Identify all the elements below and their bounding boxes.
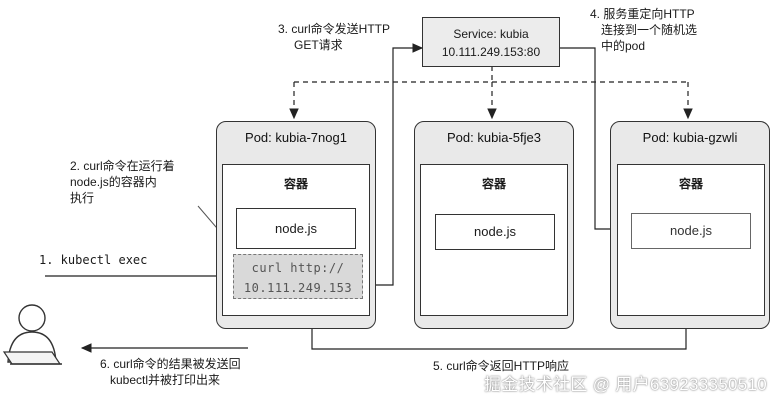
step2-label: 2. curl命令在运行着 node.js的容器内 执行 — [70, 158, 210, 206]
container-box: 容器 node.js — [420, 164, 568, 316]
step1-label: 1. kubectl exec — [39, 253, 148, 267]
step4-line-1: 4. 服务重定向HTTP — [590, 7, 695, 21]
container-box: 容器 node.js — [617, 164, 765, 316]
nodejs-box: node.js — [631, 213, 751, 249]
step6-label: 6. curl命令的结果被发送回 kubectl并被打印出来 — [100, 356, 300, 388]
step2-line-1: 2. curl命令在运行着 — [70, 159, 175, 173]
step4-line-3: 中的pod — [601, 39, 646, 53]
pod-title: Pod: kubia-gzwli — [642, 130, 738, 145]
curl-command-box: curl http:// 10.111.249.153 — [233, 254, 363, 299]
step3-line-2: GET请求 — [294, 38, 343, 52]
pod-kubia-5fje3: Pod: kubia-5fje3 容器 node.js — [414, 121, 574, 329]
service-title: Service: kubia — [453, 27, 529, 41]
watermark: 掘金技术社区 @ 用户639233350510 — [483, 375, 767, 394]
step4-label: 4. 服务重定向HTTP 连接到一个随机选 中的pod — [590, 6, 720, 54]
pod-title: Pod: kubia-5fje3 — [447, 130, 541, 145]
step4-line-2: 连接到一个随机选 — [601, 23, 698, 37]
user-icon — [2, 304, 62, 365]
step2-line-2: node.js的容器内 — [70, 175, 157, 189]
step6-line-2: kubectl并被打印出来 — [110, 373, 221, 387]
nodejs-box: node.js — [236, 208, 356, 249]
container-label: 容器 — [481, 177, 506, 191]
request-arrow — [362, 43, 424, 286]
curl-line-2: 10.111.249.153 — [243, 281, 353, 295]
service-box: Service: kubia 10.111.249.153:80 — [422, 17, 560, 67]
container-label: 容器 — [678, 177, 703, 191]
service-ip: 10.111.249.153:80 — [441, 45, 541, 59]
step3-line-1: 3. curl命令发送HTTP — [278, 22, 391, 36]
pod-kubia-gzwli: Pod: kubia-gzwli 容器 node.js — [610, 121, 770, 329]
step3-label: 3. curl命令发送HTTP GET请求 — [278, 21, 418, 53]
step6-line-1: 6. curl命令的结果被发送回 — [100, 357, 241, 371]
nodejs-box: node.js — [435, 214, 555, 250]
container-label: 容器 — [283, 177, 308, 191]
step5-label: 5. curl命令返回HTTP响应 — [433, 359, 570, 373]
step2-line-3: 执行 — [70, 191, 95, 205]
pod-title: Pod: kubia-7nog1 — [245, 130, 347, 145]
curl-line-1: curl http:// — [251, 261, 345, 275]
